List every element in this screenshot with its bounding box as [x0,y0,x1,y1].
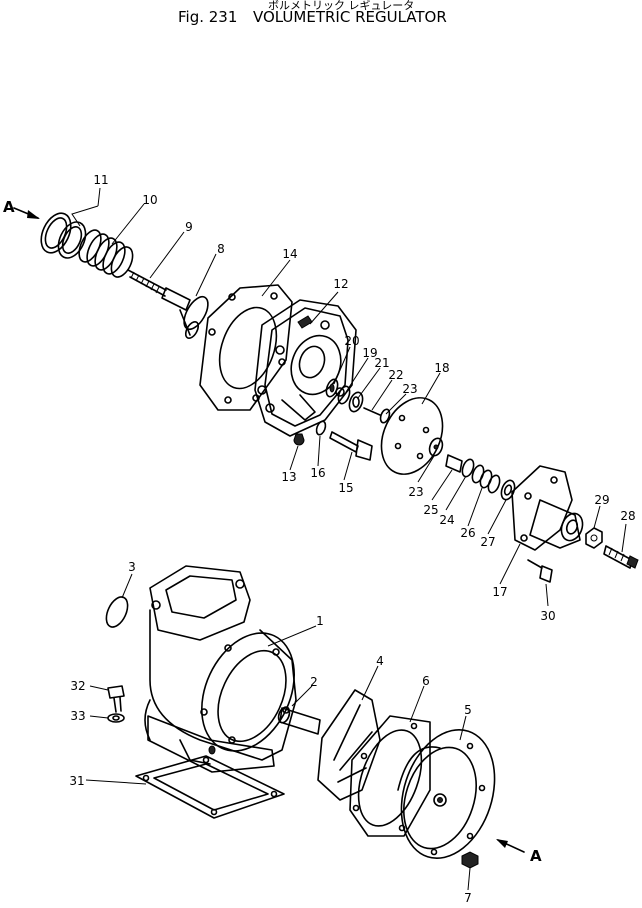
callout-21: 21 [374,356,389,370]
callout-28: 28 [620,509,635,523]
part-33-washer [107,713,125,723]
part-9-threaded-rod [127,269,167,297]
callout-12: 12 [333,277,348,291]
callout-31: 31 [69,774,84,788]
fig-number: Fig. 231 [178,8,237,26]
callout-29: 29 [594,493,609,507]
callout-10: 10 [142,193,157,207]
callout-16: 16 [310,466,325,480]
part-31-gasket [135,755,285,819]
part-32-bolt [107,685,125,713]
view-arrow-right [496,839,525,853]
fig-title: VOLUMETRIC REGULATOR [253,8,447,26]
part-6-gasket [349,715,431,837]
callout-1: 1 [316,614,324,628]
part-5-cover [397,728,496,860]
view-mark-a-right: A [530,847,542,865]
part-24-spacer [461,458,475,478]
callout-labels: 11 10 9 8 14 12 20 19 21 22 23 18 13 16 … [69,173,635,905]
callout-26: 26 [460,526,475,540]
callout-6: 6 [422,674,430,688]
part-29-nut [585,527,603,549]
callout-5: 5 [464,703,472,717]
part-28-adjust-screw [603,545,639,569]
callout-20: 20 [344,334,359,348]
part-17-cap [511,465,584,551]
part-10-spring [78,229,134,278]
part-15-bolt [329,431,373,461]
callout-24: 24 [439,513,454,527]
part-19-seal [337,385,351,405]
part-25-plug [445,454,463,473]
part-18-diaphragm [380,397,444,475]
part-14-gasket [199,284,293,411]
callout-17: 17 [492,585,507,599]
part-30-bolt [527,559,553,583]
part-23-washer-lower [428,437,444,457]
callout-25: 25 [423,503,438,517]
callout-3: 3 [128,560,136,574]
callout-18: 18 [434,361,449,375]
callout-15: 15 [338,481,353,495]
callout-13: 13 [281,470,296,484]
part-27-o-ring [500,479,516,501]
part-23-washer-upper [379,408,391,424]
callout-27: 27 [480,535,495,549]
callout-30: 30 [540,609,555,623]
view-mark-a-left: A [3,198,15,216]
part-1-housing [144,565,297,773]
part-7-plug [461,851,479,869]
callout-23-upper: 23 [402,382,417,396]
part-3-o-ring [105,596,129,628]
callout-19: 19 [362,346,377,360]
part-11-snap-rings [40,212,87,259]
callout-7: 7 [464,891,472,905]
part-4-impeller [317,689,381,801]
part-22-pin [363,407,381,416]
part-2-shaft [277,706,321,735]
callout-8: 8 [217,242,225,256]
leader-lines [71,187,627,891]
callout-2: 2 [310,675,318,689]
part-26-spring [471,464,501,494]
part-8-piston [161,287,209,339]
callout-9: 9 [185,220,193,234]
part-21-spool [348,391,364,413]
part-13-ball [293,433,305,446]
part-20-o-ring [325,378,339,398]
callout-4: 4 [376,654,384,668]
callout-14: 14 [282,247,297,261]
callout-33: 33 [70,709,85,723]
view-arrow-left [13,207,40,219]
callout-11: 11 [93,173,108,187]
part-16-washer [315,420,327,436]
callout-32: 32 [70,679,85,693]
callout-22: 22 [388,368,403,382]
japanese-caption: ボルメトリック レギュレータ [268,0,414,12]
callout-23-lower: 23 [408,485,423,499]
